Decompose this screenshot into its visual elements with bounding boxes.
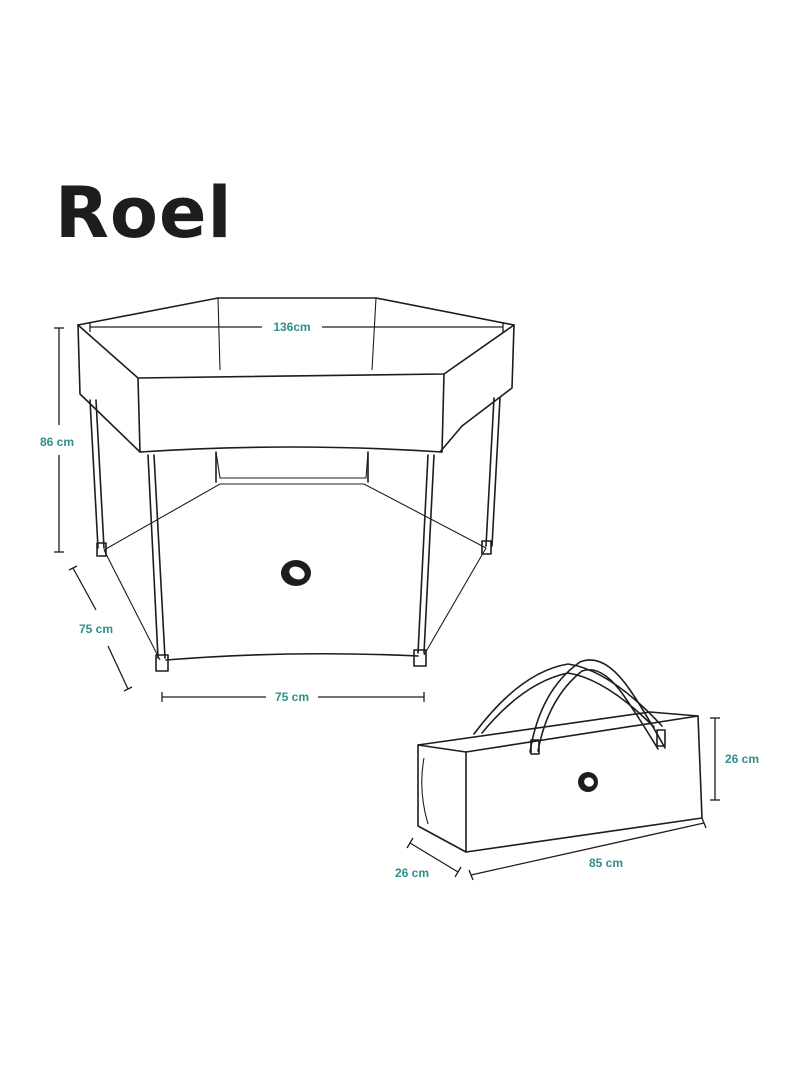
carry-bag-illustration bbox=[417, 659, 703, 853]
dimension-height: 86 cm bbox=[40, 327, 74, 553]
product-title: Roel bbox=[55, 172, 233, 254]
side-depth-label: 75 cm bbox=[79, 622, 113, 636]
height-label: 86 cm bbox=[40, 435, 74, 449]
width-top-label: 136cm bbox=[273, 320, 310, 334]
dimension-side-depth: 75 cm bbox=[68, 565, 133, 692]
dimension-bag-length: 85 cm bbox=[468, 817, 707, 881]
brand-logo-icon bbox=[281, 560, 311, 586]
side-width-label: 75 cm bbox=[275, 690, 309, 704]
bag-depth-label: 26 cm bbox=[395, 866, 429, 880]
bag-logo-icon bbox=[578, 772, 598, 792]
playpen-illustration bbox=[77, 297, 515, 672]
dimension-side-width: 75 cm bbox=[161, 690, 425, 704]
bag-height-label: 26 cm bbox=[725, 752, 759, 766]
dimension-bag-depth: 26 cm bbox=[395, 837, 462, 880]
bag-length-label: 85 cm bbox=[589, 856, 623, 870]
dimension-width-top: 136cm bbox=[89, 320, 504, 334]
dimension-bag-height: 26 cm bbox=[710, 717, 759, 801]
